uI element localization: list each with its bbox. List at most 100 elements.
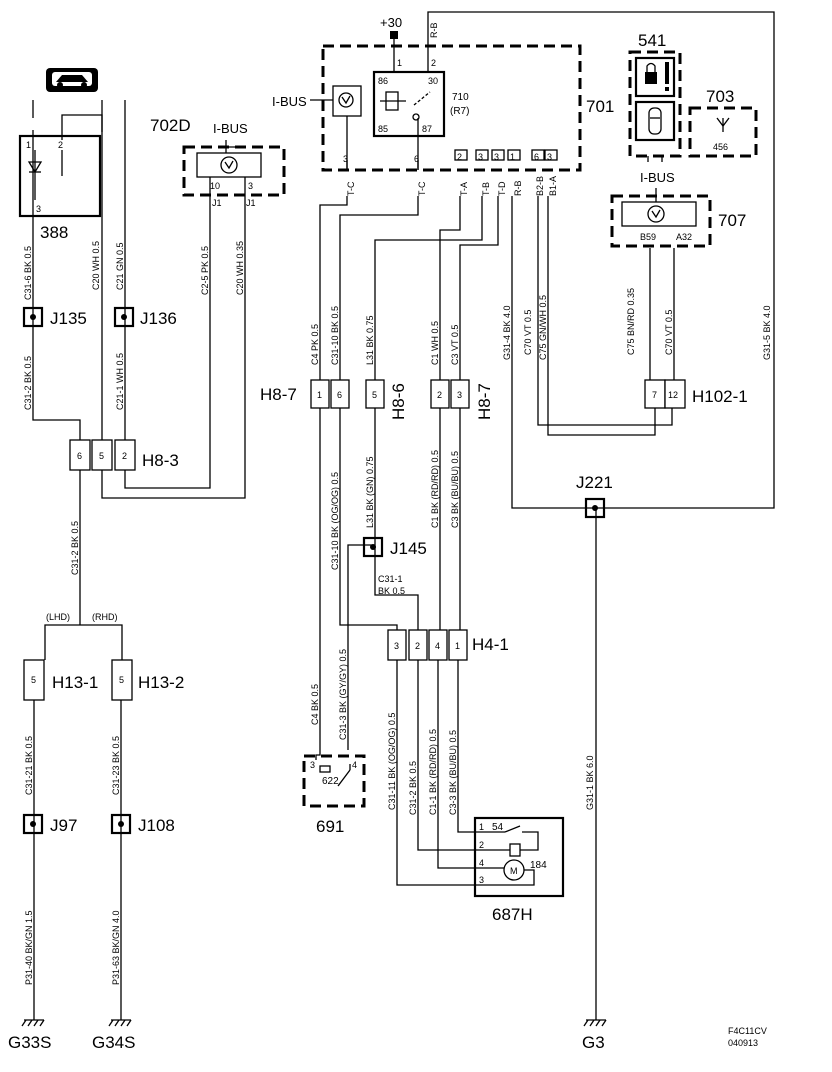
splice-j97: J97 <box>50 816 77 835</box>
svg-text:3: 3 <box>547 152 552 162</box>
svg-text:3: 3 <box>394 641 399 651</box>
ibus-label-707: I-BUS <box>640 170 675 185</box>
svg-text:1: 1 <box>479 822 484 832</box>
switch-691 <box>302 754 366 808</box>
motor-687h <box>473 816 565 898</box>
connector-h13-1: H13-1 <box>52 673 98 692</box>
svg-text:R-B: R-B <box>429 23 439 39</box>
footer-date: 040913 <box>728 1038 758 1048</box>
svg-text:T-D: T-D <box>497 181 507 196</box>
svg-text:L31 BK (GN) 0.75: L31 BK (GN) 0.75 <box>365 456 375 528</box>
svg-text:G31-5 BK 4.0: G31-5 BK 4.0 <box>762 305 772 360</box>
svg-text:C21-1 WH 0.5: C21-1 WH 0.5 <box>115 353 125 410</box>
svg-text:J1: J1 <box>212 198 222 208</box>
svg-text:C4 BK 0.5: C4 BK 0.5 <box>310 684 320 725</box>
module-701 <box>321 44 582 172</box>
svg-text:BK 0.5: BK 0.5 <box>378 586 405 596</box>
svg-text:R-B: R-B <box>513 181 523 197</box>
svg-text:3: 3 <box>494 152 499 162</box>
svg-text:C31-23 BK 0.5: C31-23 BK 0.5 <box>111 736 121 795</box>
svg-text:12: 12 <box>668 390 678 400</box>
svg-text:1: 1 <box>317 390 322 400</box>
svg-text:85: 85 <box>378 124 388 134</box>
motor-54-label: 54 <box>492 822 504 833</box>
svg-text:C31-2 BK 0.5: C31-2 BK 0.5 <box>408 761 418 815</box>
module-541 <box>628 50 682 162</box>
component-703-label: 703 <box>706 87 734 106</box>
svg-text:C31-21 BK 0.5: C31-21 BK 0.5 <box>24 736 34 795</box>
svg-text:1: 1 <box>455 641 460 651</box>
svg-text:P31-63 BK/GN 4.0: P31-63 BK/GN 4.0 <box>111 910 121 985</box>
connector-h8-7-right: H8-7 <box>475 383 494 420</box>
svg-text:(LHD): (LHD) <box>46 612 70 622</box>
svg-text:3: 3 <box>457 390 462 400</box>
svg-text:2: 2 <box>58 140 63 150</box>
svg-text:3: 3 <box>310 760 315 770</box>
component-701-label: 701 <box>586 97 614 116</box>
svg-text:6: 6 <box>77 451 82 461</box>
svg-text:C31-10 BK (OG/OG) 0.5: C31-10 BK (OG/OG) 0.5 <box>330 472 340 570</box>
svg-text:C3-3 BK (BU/BU) 0.5: C3-3 BK (BU/BU) 0.5 <box>448 730 458 815</box>
svg-text:3: 3 <box>248 181 253 191</box>
svg-text:B2-B: B2-B <box>535 176 545 196</box>
svg-text:2: 2 <box>457 152 462 162</box>
svg-text:6: 6 <box>337 390 342 400</box>
car-icon <box>46 68 98 92</box>
module-702d <box>182 140 286 200</box>
ibus-label-701: I-BUS <box>272 94 307 109</box>
component-541-label: 541 <box>638 31 666 50</box>
ground-g3: G3 <box>582 1033 605 1052</box>
component-687h-sub: 184 <box>530 860 547 871</box>
component-691-sub: 622 <box>322 776 339 787</box>
splice-j136: J136 <box>140 309 177 328</box>
svg-text:C3 VT 0.5: C3 VT 0.5 <box>450 325 460 365</box>
svg-text:5: 5 <box>119 675 124 685</box>
svg-text:2: 2 <box>431 58 436 68</box>
labels: +30 I-BUS I-BUS I-BUS 388 702D 701 710 (… <box>8 15 772 1052</box>
svg-text:5: 5 <box>372 390 377 400</box>
svg-text:2: 2 <box>122 451 127 461</box>
ibus-label-702d: I-BUS <box>213 121 248 136</box>
svg-text:86: 86 <box>378 76 388 86</box>
ground-symbols <box>21 1019 607 1027</box>
svg-text:B59: B59 <box>640 232 656 242</box>
splices <box>22 306 606 835</box>
svg-text:4: 4 <box>352 760 357 770</box>
svg-text:3: 3 <box>343 154 348 164</box>
svg-text:C75 BN/RD 0.35: C75 BN/RD 0.35 <box>626 288 636 355</box>
connector-h4-1: H4-1 <box>472 635 509 654</box>
svg-text:4: 4 <box>479 858 484 868</box>
connector-h8-7-left: H8-7 <box>260 385 297 404</box>
svg-text:C70 VT 0.5: C70 VT 0.5 <box>664 310 674 355</box>
svg-text:2: 2 <box>437 390 442 400</box>
power-label: +30 <box>380 15 402 30</box>
svg-text:(RHD): (RHD) <box>92 612 118 622</box>
svg-text:5: 5 <box>99 451 104 461</box>
component-703-sub: 456 <box>713 142 728 152</box>
wires <box>32 11 775 1020</box>
splice-j145: J145 <box>390 539 427 558</box>
svg-text:6: 6 <box>534 152 539 162</box>
component-691-label: 691 <box>316 817 344 836</box>
car-alarm-icon <box>634 100 676 142</box>
svg-text:C31-3 BK (GY/GY) 0.5: C31-3 BK (GY/GY) 0.5 <box>338 649 348 740</box>
svg-text:T-B: T-B <box>481 182 491 196</box>
component-707-label: 707 <box>718 211 746 230</box>
motor-m-label: M <box>510 866 518 876</box>
svg-text:3: 3 <box>479 875 484 885</box>
ground-g34s: G34S <box>92 1033 135 1052</box>
svg-text:T-C: T-C <box>417 181 427 196</box>
switch-388 <box>18 134 102 218</box>
svg-text:C31-2 BK 0.5: C31-2 BK 0.5 <box>23 356 33 410</box>
svg-text:C20 WH 0.35: C20 WH 0.35 <box>235 241 245 295</box>
connector-blocks <box>23 379 686 701</box>
svg-text:C3 BK (BU/BU) 0.5: C3 BK (BU/BU) 0.5 <box>450 451 460 528</box>
svg-text:C2-5 PK 0.5: C2-5 PK 0.5 <box>200 246 210 295</box>
connector-h8-3: H8-3 <box>142 451 179 470</box>
svg-text:B1-A: B1-A <box>548 176 558 196</box>
bus-interface-icon <box>332 85 362 117</box>
svg-text:C21 GN 0.5: C21 GN 0.5 <box>115 242 125 290</box>
component-702d-label: 702D <box>150 116 191 135</box>
relay-710-box <box>372 70 446 138</box>
